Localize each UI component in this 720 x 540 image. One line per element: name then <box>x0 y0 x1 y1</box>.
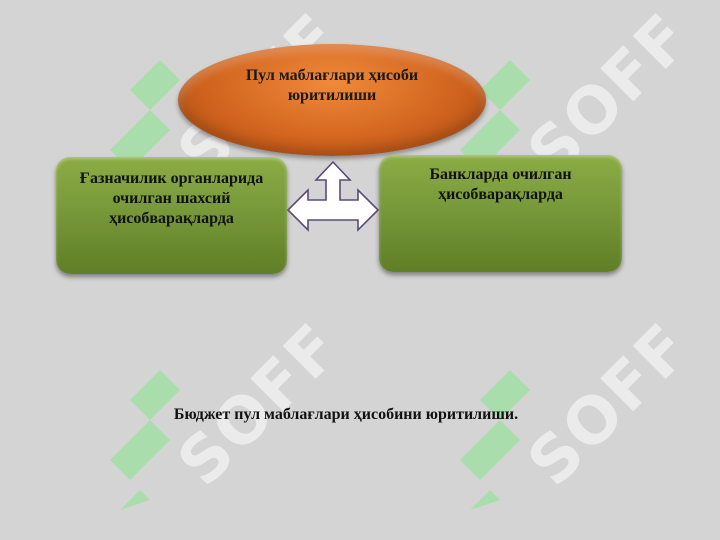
three-way-arrow-icon <box>286 160 380 232</box>
diagram-caption: Бюджет пул маблағлари ҳисобини юритилиши… <box>173 406 519 423</box>
right-node-label: Банкларда очилган ҳисобварақларда <box>429 166 572 203</box>
left-node: Ғазначилик органларида очилган шахсий ҳи… <box>56 157 287 274</box>
right-node: Банкларда очилган ҳисобварақларда <box>379 155 622 272</box>
top-node-label: Пул маблағлари ҳисоби юритилиши <box>245 67 419 104</box>
top-node: Пул маблағлари ҳисоби юритилиши <box>178 44 486 156</box>
left-node-label: Ғазначилик органларида очилган шахсий ҳи… <box>79 170 264 227</box>
